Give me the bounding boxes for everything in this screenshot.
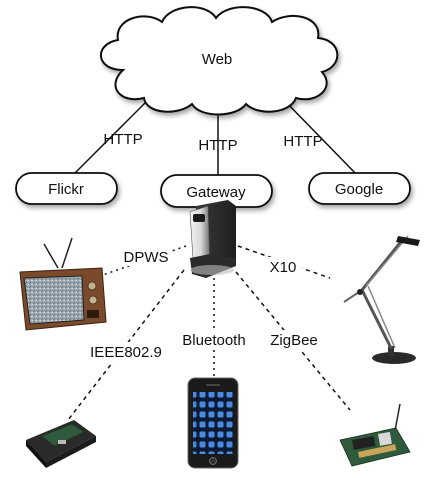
flickr-label: Flickr	[48, 181, 84, 198]
bluetooth-label: Bluetooth	[182, 332, 245, 349]
link-web-flickr	[69, 97, 151, 179]
gateway-device-icon	[189, 200, 236, 278]
x10-label: X10	[270, 259, 297, 276]
cloud-label: Web	[202, 51, 233, 68]
dpws-label-bg	[120, 248, 172, 266]
dpws-label: DPWS	[124, 249, 169, 266]
gateway-label: Gateway	[186, 184, 246, 201]
tv-icon	[19, 237, 107, 331]
sensor-node-icon	[26, 420, 96, 468]
x10-label-bg	[264, 257, 302, 275]
zigbee-board-icon	[339, 403, 411, 467]
http-label-center: HTTP	[198, 137, 237, 154]
web-cloud: Web	[99, 6, 339, 116]
zigbee-label: ZigBee	[270, 332, 318, 349]
smartphone-icon	[187, 377, 239, 469]
zigbee-label-bg	[266, 330, 322, 350]
link-web-google	[281, 97, 361, 179]
ieee-label-bg	[84, 342, 168, 362]
desk-lamp-icon	[343, 235, 420, 364]
http-label-left: HTTP	[103, 131, 142, 148]
flickr-node[interactable]: Flickr	[15, 172, 118, 205]
bluetooth-label-bg	[178, 330, 250, 350]
google-node[interactable]: Google	[308, 172, 411, 205]
ieee-label: IEEE802.9	[90, 344, 162, 361]
google-label: Google	[335, 181, 383, 198]
http-label-right: HTTP	[283, 133, 322, 150]
